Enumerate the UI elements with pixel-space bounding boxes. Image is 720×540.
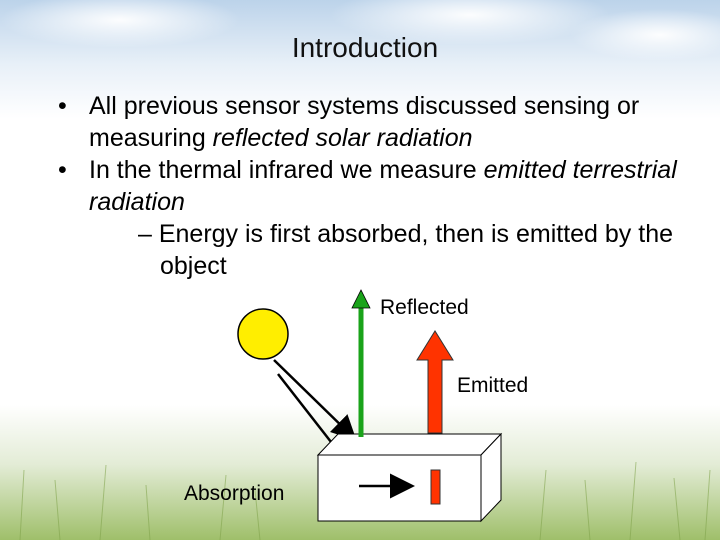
bullet-item: • All previous sensor systems discussed … [58, 90, 698, 154]
emitted-label: Emitted [457, 374, 529, 397]
reflected-label: Reflected [380, 296, 469, 319]
object-box-front [317, 454, 482, 522]
bullet-text: All previous sensor systems discussed se… [89, 92, 640, 152]
absorbed-energy-bar [430, 469, 441, 505]
bullet-item: • In the thermal infrared we measure emi… [58, 154, 698, 218]
bullet-text: In the thermal infrared we measure [89, 156, 484, 184]
bullet-text-italic: reflected solar radiation [212, 124, 473, 152]
bullet-dot: • [58, 92, 67, 120]
slide-title: Introduction [291, 32, 439, 63]
emitted-arrow [416, 330, 454, 434]
sub-bullet-item: – Energy is first absorbed, then is emit… [138, 220, 673, 280]
bullet-text-italic: emitted terrestrial radiation [89, 156, 677, 216]
incident-ray-arrow [273, 359, 357, 441]
sun-icon [237, 308, 289, 360]
bullet-dot: • [58, 156, 67, 184]
absorption-label: Absorption [184, 482, 285, 505]
object-box-top [316, 433, 503, 456]
reflected-arrow-head [351, 289, 371, 309]
bullet-list: • All previous sensor systems discussed … [58, 90, 698, 282]
